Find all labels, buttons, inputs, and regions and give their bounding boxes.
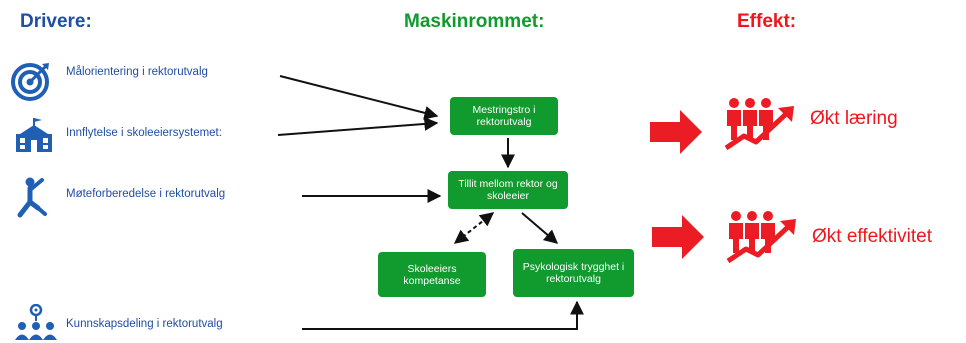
arrow-tillit-to-trygghet <box>521 212 559 244</box>
group-growth-icon <box>724 98 794 151</box>
box-kompetanse: Skoleeiers kompetanse <box>378 252 486 297</box>
driver-label-malorientering: Målorientering i rektorutvalg <box>66 66 208 78</box>
arrow-innflytelse-to-mestringstro <box>277 116 439 136</box>
box-tillit: Tillit mellom rektor og skoleeier <box>448 171 568 209</box>
box-trygghet: Psykologisk trygghet i rektorutvalg <box>513 249 634 297</box>
box-mestringstro: Mestringstro i rektorutvalg <box>450 97 558 135</box>
group-growth-icon <box>726 211 796 264</box>
drivers-header: Drivere: <box>20 11 92 32</box>
effect-header: Effekt: <box>737 11 797 32</box>
arrow-kunnskapsdeling-to-trygghet <box>302 300 584 330</box>
arrow-tillit-kompetanse-dashed <box>453 212 495 244</box>
driver-label-kunnskapsdeling: Kunnskapsdeling i rektorutvalg <box>66 318 223 330</box>
driver-label-moteforberedelse: Møteforberedelse i rektorutvalg <box>66 188 226 200</box>
stretching-person-icon <box>17 177 47 218</box>
arrow-malorientering-to-mestringstro <box>279 75 439 120</box>
effect-label-laering: Økt læring <box>810 108 898 129</box>
driver-label-innflytelse: Innflytelse i skoleeiersystemet: <box>66 127 222 139</box>
people-network-icon <box>15 304 57 340</box>
school-building-icon <box>16 118 52 152</box>
target-icon <box>11 63 49 101</box>
red-arrow-2-icon <box>652 215 704 259</box>
machine-room-header: Maskinrommet: <box>404 11 545 32</box>
red-arrow-1-icon <box>650 110 702 154</box>
effect-label-effektivitet: Økt effektivitet <box>812 226 933 247</box>
